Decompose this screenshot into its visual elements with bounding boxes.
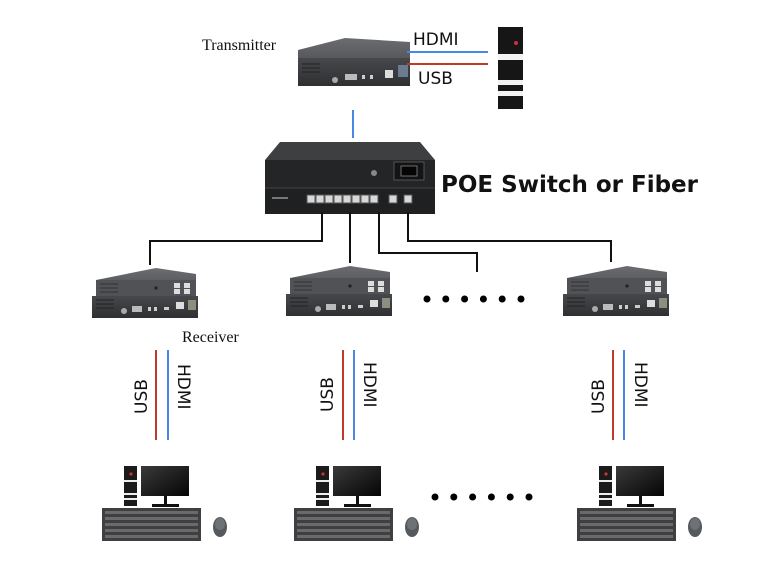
receiver-n-usb-label: USB [589, 379, 609, 414]
workstation-2 [294, 466, 419, 541]
ellipsis-dot [498, 295, 506, 303]
ellipsis-dot [469, 493, 477, 501]
switch-port-6 [351, 194, 361, 204]
ellipsis-dot [431, 493, 439, 501]
switch-port-4 [333, 194, 343, 204]
switch-port-10 [403, 194, 413, 204]
ellipsis-dot [442, 295, 450, 303]
switch-port-8 [369, 194, 379, 204]
switch-port-9 [388, 194, 398, 204]
receiver-device-2 [285, 265, 393, 317]
switch-label: POE Switch or Fiber [441, 172, 698, 198]
transmitter-hdmi-label: HDMI [413, 30, 459, 50]
ellipsis-dot [450, 493, 458, 501]
switch-port-2 [315, 194, 325, 204]
workstation-1 [102, 466, 227, 541]
receiver-label: Receiver [182, 329, 239, 346]
receiver-n-hdmi-label: HDMI [630, 362, 650, 408]
receiver-1-usb-label: USB [132, 379, 152, 414]
transmitter-usb-label: USB [418, 69, 453, 89]
transmitter-label: Transmitter [202, 37, 277, 54]
ellipsis-dot [487, 493, 495, 501]
workstation-n [577, 466, 702, 541]
ellipsis-receivers [423, 295, 525, 303]
transmitter-device [298, 38, 410, 86]
source-pc-tower [498, 27, 523, 109]
ellipsis-workstations [431, 493, 533, 501]
switch-port-3 [324, 194, 334, 204]
poe-switch-device [265, 142, 435, 214]
cable-receiver-n [407, 212, 612, 262]
receiver-1-hdmi-label: HDMI [173, 364, 193, 410]
switch-port-5 [342, 194, 352, 204]
switch-port-1 [306, 194, 316, 204]
receiver-2-hdmi-label: HDMI [359, 362, 379, 408]
ellipsis-dot [423, 295, 431, 303]
ellipsis-dot [517, 295, 525, 303]
receiver-cables [155, 350, 625, 440]
receiver-2-usb-label: USB [318, 377, 338, 412]
ellipsis-dot [461, 295, 469, 303]
switch-port-7 [360, 194, 370, 204]
receiver-device-n [562, 265, 670, 317]
network-cables [149, 212, 612, 272]
ellipsis-dot [506, 493, 514, 501]
ellipsis-dot [525, 493, 533, 501]
cable-ellipsis [378, 212, 478, 272]
receiver-device-1 [91, 267, 199, 319]
ellipsis-dot [479, 295, 487, 303]
cable-receiver-1 [149, 212, 323, 265]
